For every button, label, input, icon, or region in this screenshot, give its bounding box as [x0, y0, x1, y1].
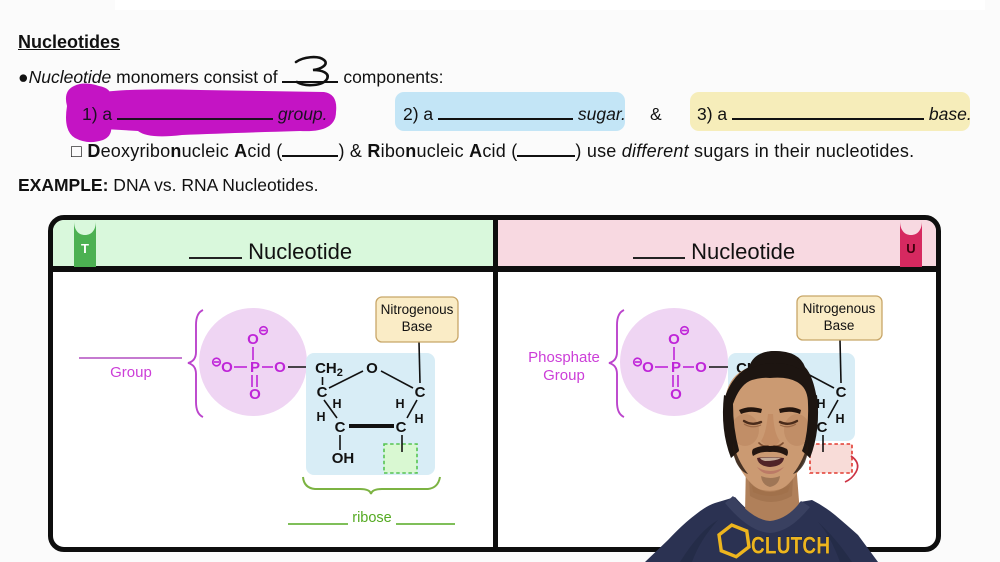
svg-text:C: C: [817, 419, 828, 436]
svg-text:H: H: [332, 397, 341, 411]
svg-text:Nitrogenous: Nitrogenous: [803, 301, 876, 316]
svg-text:O: O: [249, 386, 261, 403]
svg-text:P: P: [671, 359, 681, 376]
svg-text:H: H: [816, 397, 825, 411]
svg-text:H: H: [414, 412, 423, 426]
svg-text:Nitrogenous: Nitrogenous: [381, 302, 454, 317]
svg-text:O: O: [366, 360, 378, 377]
svg-text:CLUTCH: CLUTCH: [751, 531, 830, 559]
svg-text:Base: Base: [824, 318, 855, 333]
svg-text:O: O: [668, 331, 680, 348]
svg-text:T: T: [81, 241, 89, 256]
svg-text:O: O: [274, 359, 286, 376]
svg-text:Group: Group: [110, 364, 152, 381]
svg-text:O: O: [642, 359, 654, 376]
svg-text:C: C: [317, 384, 328, 401]
svg-text:O: O: [221, 359, 233, 376]
svg-text:P: P: [250, 359, 260, 376]
svg-text:Base: Base: [402, 319, 433, 334]
svg-text:H: H: [316, 410, 325, 424]
svg-text:C: C: [836, 384, 847, 401]
svg-text:OH: OH: [332, 450, 355, 467]
svg-text:ribose: ribose: [352, 510, 392, 526]
svg-text:H: H: [395, 397, 404, 411]
svg-text:C: C: [396, 419, 407, 436]
svg-text:O: O: [670, 386, 682, 403]
svg-text:CH2: CH2: [315, 360, 343, 379]
svg-text:Phosphate: Phosphate: [528, 349, 600, 366]
svg-text:H: H: [835, 412, 844, 426]
svg-text:C: C: [415, 384, 426, 401]
svg-text:Group: Group: [543, 367, 585, 384]
svg-text:U: U: [906, 241, 915, 256]
svg-text:C: C: [335, 419, 346, 436]
svg-text:O: O: [247, 331, 259, 348]
svg-text:O: O: [695, 359, 707, 376]
